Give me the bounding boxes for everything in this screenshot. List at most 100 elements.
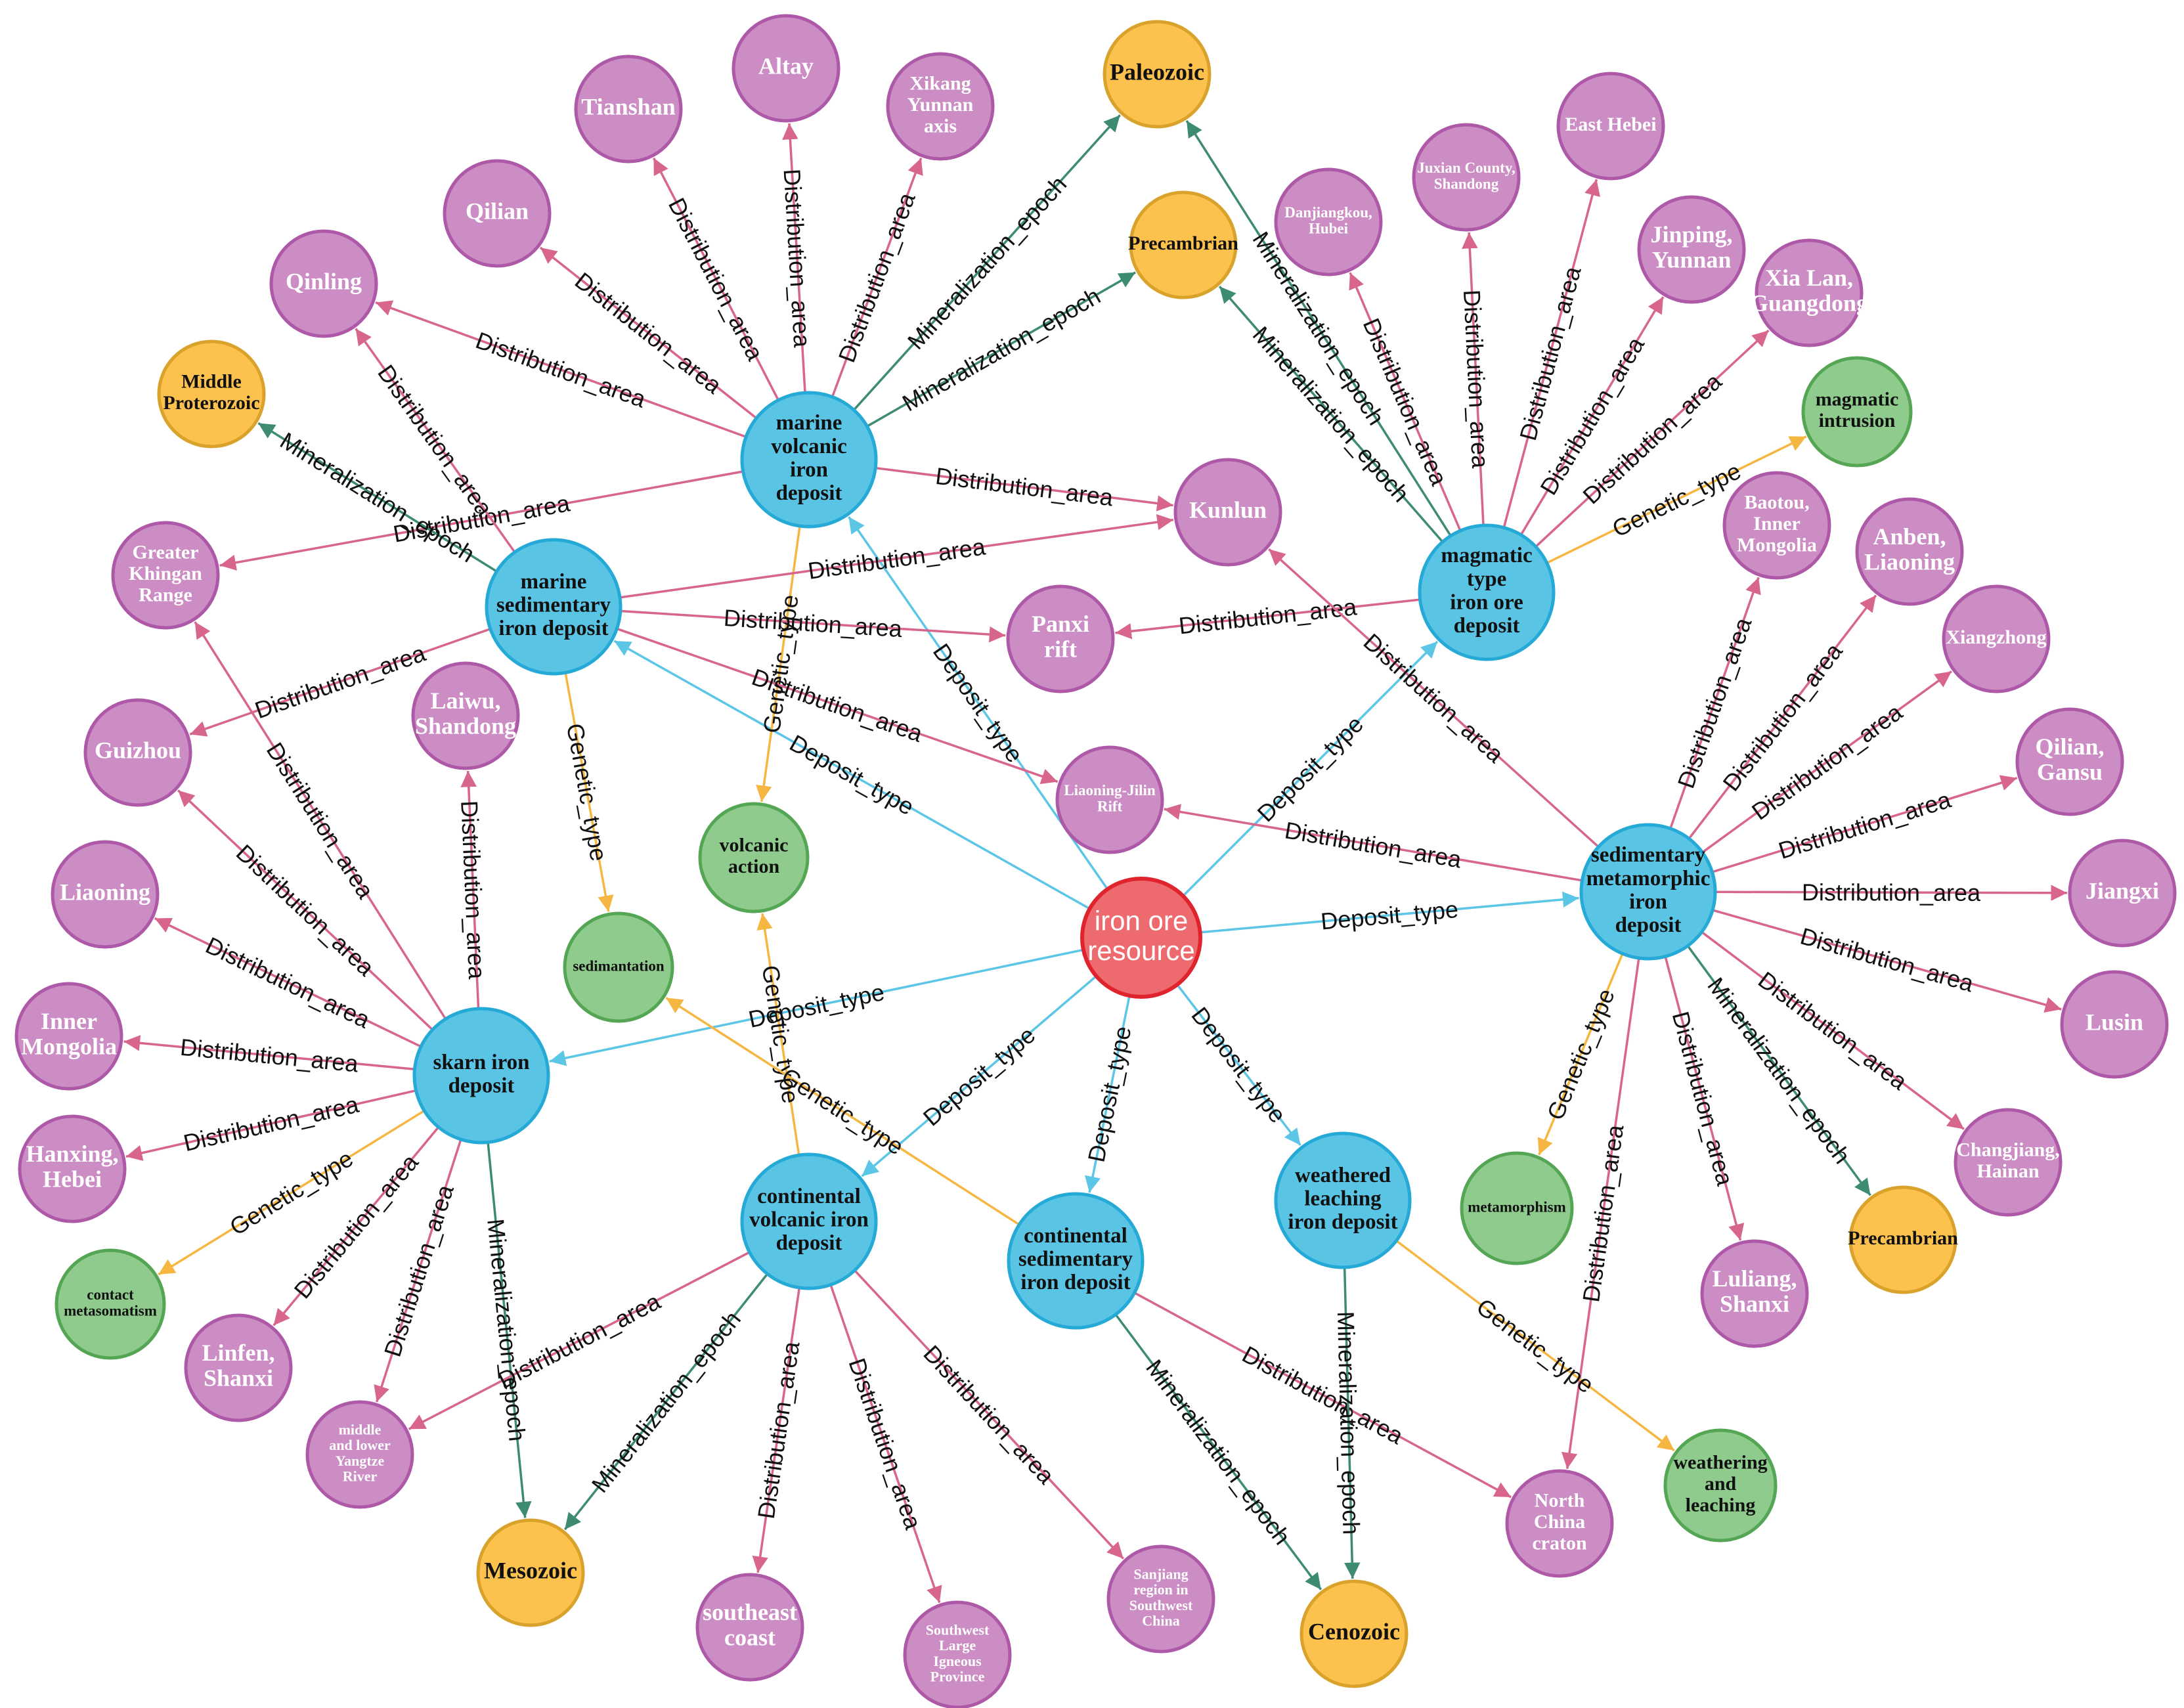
area-node-circle[interactable] (1700, 1239, 1809, 1348)
area-node-circle[interactable] (83, 698, 192, 807)
epoch-node-circle[interactable] (476, 1518, 585, 1627)
area-node-circle[interactable] (1412, 123, 1521, 232)
node-qinling[interactable]: Qinling (269, 229, 378, 338)
genetic-node-circle[interactable] (1801, 356, 1913, 468)
type-node-circle[interactable] (1418, 523, 1556, 661)
type-node-circle[interactable] (1579, 823, 1717, 961)
node-precambrian2[interactable]: Precambrian (1848, 1185, 1958, 1294)
area-node-circle[interactable] (111, 521, 220, 630)
node-hanxing[interactable]: Hanxing,Hebei (18, 1114, 127, 1223)
area-node-circle[interactable] (1173, 458, 1282, 567)
node-xialan[interactable]: Xia Lan,Guangdong (1750, 238, 1868, 347)
node-danjiang[interactable]: Danjiangkou,Hubei (1274, 167, 1383, 276)
area-node-circle[interactable] (732, 14, 841, 123)
node-qiliangansu[interactable]: Qilian,Gansu (2015, 707, 2124, 816)
area-node-circle[interactable] (14, 982, 123, 1091)
genetic-node-circle[interactable] (563, 911, 674, 1023)
node-lusin[interactable]: Lusin (2060, 970, 2169, 1079)
node-precambrian1[interactable]: Precambrian (1128, 190, 1238, 299)
node-linfen[interactable]: Linfen,Shanxi (184, 1313, 293, 1422)
node-mesozoic[interactable]: Mesozoic (476, 1518, 585, 1627)
area-node-circle[interactable] (2068, 839, 2177, 948)
node-guizhou[interactable]: Guizhou (83, 698, 192, 807)
node-metamorph[interactable]: metamorphism (1460, 1151, 1574, 1265)
area-node-circle[interactable] (1006, 584, 1115, 693)
node-changjiang[interactable]: Changjiang,Hainan (1954, 1108, 2063, 1217)
genetic-node-circle[interactable] (698, 802, 810, 913)
genetic-node-circle[interactable] (55, 1248, 166, 1360)
node-liaoning[interactable]: Liaoning (51, 840, 160, 949)
epoch-node-circle[interactable] (1848, 1185, 1957, 1294)
type-node-circle[interactable] (412, 1007, 550, 1145)
area-node-circle[interactable] (1722, 471, 1831, 580)
area-node-circle[interactable] (1274, 167, 1383, 276)
node-xiangzhong[interactable]: Xiangzhong (1942, 584, 2051, 693)
area-node-circle[interactable] (305, 1400, 414, 1509)
type-node-circle[interactable] (740, 391, 878, 529)
node-cenozoic[interactable]: Cenozoic (1299, 1579, 1409, 1688)
type-node-circle[interactable] (1007, 1192, 1145, 1330)
type-node-circle[interactable] (1274, 1131, 1412, 1269)
area-node-circle[interactable] (1755, 238, 1864, 347)
node-juxian[interactable]: Juxian County,Shandong (1412, 123, 1521, 232)
area-node-circle[interactable] (886, 52, 995, 161)
area-node-circle[interactable] (18, 1114, 127, 1223)
node-jiangxi[interactable]: Jiangxi (2068, 839, 2177, 948)
genetic-node-circle[interactable] (1663, 1428, 1778, 1543)
node-luliang[interactable]: Luliang,Shanxi (1700, 1239, 1809, 1348)
node-jinping[interactable]: Jinping,Yunnan (1637, 195, 1746, 304)
epoch-node-circle[interactable] (1103, 20, 1212, 129)
epoch-node-circle[interactable] (1299, 1579, 1409, 1688)
node-tianshan[interactable]: Tianshan (574, 55, 683, 164)
area-node-circle[interactable] (2015, 707, 2124, 816)
area-node-circle[interactable] (574, 55, 683, 164)
type-node-circle[interactable] (485, 538, 622, 676)
node-paleozoic[interactable]: Paleozoic (1103, 20, 1212, 129)
node-kunlun[interactable]: Kunlun (1173, 458, 1282, 567)
area-node-circle[interactable] (51, 840, 160, 949)
area-node-circle[interactable] (269, 229, 378, 338)
area-node-circle[interactable] (1055, 745, 1164, 854)
area-node-circle[interactable] (695, 1573, 804, 1682)
area-node-circle[interactable] (1106, 1544, 1215, 1653)
area-node-circle[interactable] (411, 661, 520, 770)
area-node-circle[interactable] (1942, 584, 2051, 693)
area-node-circle[interactable] (1637, 195, 1746, 304)
area-node-circle[interactable] (903, 1600, 1012, 1708)
area-node-circle[interactable] (1556, 72, 1665, 181)
area-node-circle[interactable] (443, 159, 552, 268)
node-altay[interactable]: Altay (732, 14, 841, 123)
area-node-circle[interactable] (1954, 1108, 2063, 1217)
node-easthebei[interactable]: East Hebei (1556, 72, 1665, 181)
genetic-node-circle[interactable] (1460, 1151, 1574, 1265)
node-anben[interactable]: Anben,Liaoning (1855, 497, 1964, 606)
type-node-circle[interactable] (740, 1152, 878, 1290)
node-sediment[interactable]: sedimantation (563, 911, 674, 1023)
area-node-circle[interactable] (184, 1313, 293, 1422)
area-node-circle[interactable] (2060, 970, 2169, 1079)
